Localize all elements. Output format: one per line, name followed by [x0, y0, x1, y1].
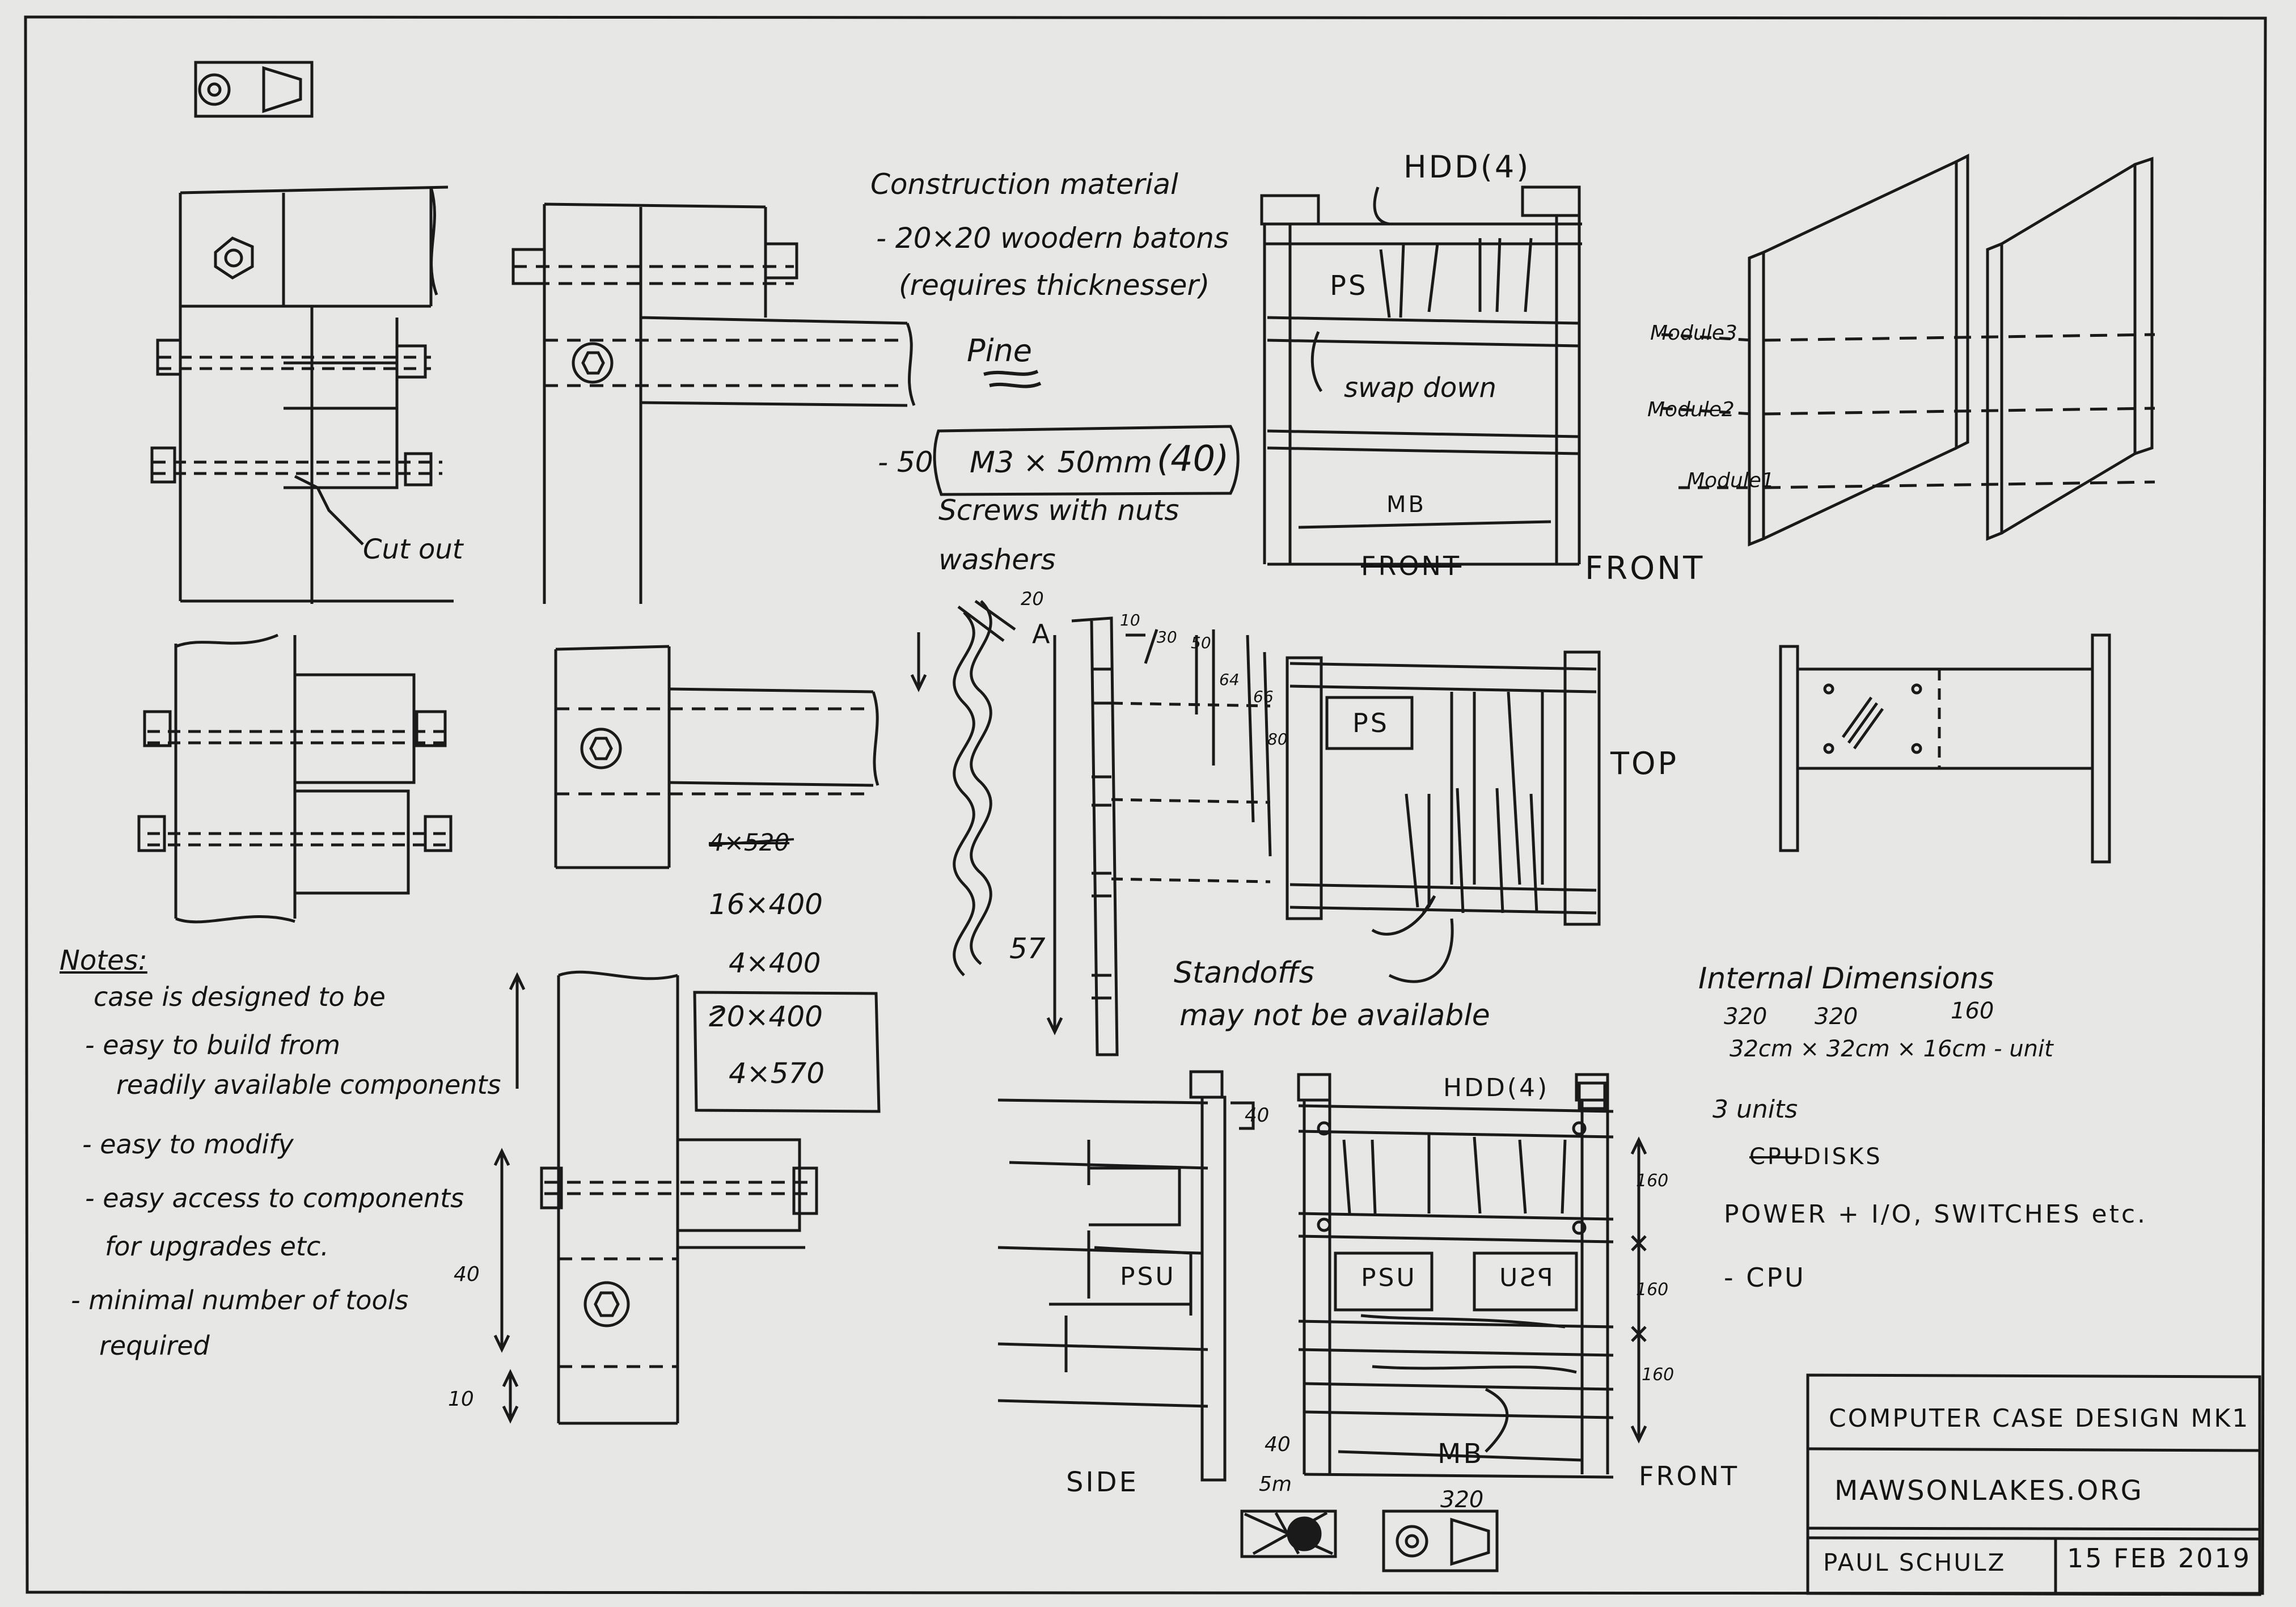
label-psu-left: PSU — [1120, 1262, 1176, 1291]
label-module2: Module2 — [1647, 398, 1735, 421]
label-mb-bottom: MB — [1437, 1438, 1485, 1470]
internal-title: Internal Dimensions — [1698, 962, 1994, 996]
batten-view-mid — [554, 645, 880, 869]
label-dim-5mm: 5m — [1259, 1473, 1292, 1496]
batten-view-top-mid — [511, 202, 916, 604]
ruler-d80: 80 — [1267, 730, 1288, 748]
label-dim-40-side: 40 — [1245, 1104, 1270, 1127]
ruler-d50: 50 — [1191, 633, 1211, 652]
material-heading: Construction material — [870, 168, 1178, 201]
cutlist-box2: 4×570 — [729, 1057, 825, 1090]
material-screw-qty: (40) — [1157, 438, 1229, 479]
notes-l6: for upgrades etc. — [105, 1231, 329, 1262]
notes-l3: readily available components — [116, 1069, 501, 1100]
ruler-d57: 57 — [1009, 932, 1046, 965]
cut-list-box — [693, 838, 881, 1113]
label-mb: MB — [1386, 492, 1426, 518]
material-screw-spec: M3 × 50mm — [970, 446, 1153, 480]
title-block — [1806, 1373, 2261, 1596]
label-front: FRONT — [1585, 550, 1705, 587]
material-symbol-icon — [1240, 1509, 1337, 1558]
label-ps-top: PS — [1352, 708, 1389, 738]
isometric-modules-view — [1661, 153, 2155, 547]
projection-symbol-bottom-icon — [1382, 1509, 1499, 1572]
label-ps: PS — [1330, 270, 1368, 302]
label-hdd-side: HDD(4) — [1443, 1073, 1550, 1102]
ruler-a: A — [1032, 619, 1050, 649]
joint-view-mid-left — [137, 633, 454, 924]
label-cut-out: Cut out — [363, 534, 463, 565]
panel-view-right — [1779, 633, 2111, 864]
ruler-d30: 30 — [1157, 628, 1177, 646]
ruler-and-screw-diagram — [910, 599, 1272, 1056]
top-view — [1286, 650, 1601, 983]
label-side: SIDE — [1066, 1466, 1139, 1498]
side-dim-160c: 160 — [1642, 1365, 1675, 1385]
label-front-struck: FRONT — [1361, 551, 1462, 581]
ruler-d64: 64 — [1219, 670, 1240, 689]
units-u1: DISKS — [1803, 1144, 1883, 1170]
cutlist-line1: 16×400 — [709, 888, 823, 921]
label-psu-mirror: PSU — [1497, 1263, 1553, 1292]
material-battens-note: (requires thicknesser) — [899, 269, 1210, 302]
projection-symbol-icon — [194, 61, 314, 118]
label-top: TOP — [1610, 746, 1679, 781]
internal-d: 320 — [1815, 1004, 1858, 1030]
front-view-top — [1260, 185, 1582, 566]
sheet-border — [24, 15, 2267, 1595]
ruler-d10: 10 — [1120, 611, 1140, 629]
batten-view-bottom — [493, 970, 818, 1425]
notes-l7: - minimal number of tools — [71, 1285, 409, 1316]
side-dim-160a: 160 — [1636, 1171, 1669, 1191]
side-dim-160b: 160 — [1636, 1280, 1669, 1300]
cutlist-line2: 4×400 — [729, 948, 821, 979]
label-dim-320: 320 — [1440, 1487, 1484, 1513]
cutlist-box1: 20×400 — [709, 1000, 823, 1033]
label-front-bottom: FRONT — [1639, 1461, 1740, 1491]
left-dim-10: 10 — [448, 1388, 474, 1411]
ruler-d66: 66 — [1253, 687, 1274, 706]
units-u1-struck: CPU — [1749, 1144, 1803, 1170]
material-washers: washers — [938, 543, 1056, 576]
screw-spec-box — [933, 370, 1240, 496]
units-u3: - CPU — [1724, 1262, 1806, 1293]
cutlist-struck: 4×520 — [709, 828, 790, 856]
label-may-not: may not be available — [1179, 999, 1490, 1033]
notes-l8: required — [99, 1330, 210, 1361]
label-module1: Module1 — [1687, 469, 1774, 492]
joint-view-top-left — [150, 185, 454, 604]
title-block-title: COMPUTER CASE DESIGN MK1 — [1829, 1404, 2250, 1433]
internal-line: 32cm × 32cm × 16cm - unit — [1730, 1036, 2053, 1062]
title-block-date: 15 FEB 2019 — [2067, 1543, 2251, 1574]
notes-l4: - easy to modify — [82, 1129, 294, 1160]
notes-l2: - easy to build from — [85, 1030, 341, 1060]
material-screws-nuts: Screws with nuts — [938, 494, 1179, 527]
internal-h: 160 — [1951, 998, 1994, 1024]
label-psu-mid: PSU — [1361, 1263, 1417, 1292]
left-dim-40: 40 — [454, 1263, 480, 1286]
material-wood: Pine — [967, 333, 1033, 369]
front-view-bottom — [1297, 1073, 1647, 1479]
units-title: 3 units — [1713, 1095, 1798, 1124]
internal-w: 320 — [1724, 1004, 1768, 1030]
label-swap-down: swap down — [1344, 372, 1496, 404]
units-u2: POWER + I/O, SWITCHES etc. — [1724, 1200, 2148, 1229]
ruler-d20: 20 — [1021, 588, 1044, 610]
material-battens: - 20×20 woodern batons — [876, 222, 1229, 255]
title-block-author: PAUL SCHULZ — [1823, 1549, 2006, 1576]
notes-l5: - easy access to components — [85, 1183, 464, 1213]
material-screw-prefix: - 50 — [878, 446, 933, 479]
label-hdd-top: HDD(4) — [1403, 149, 1531, 185]
label-module3: Module3 — [1650, 322, 1737, 345]
notes-title: Notes: — [60, 945, 147, 976]
side-view-bottom — [997, 1070, 1606, 1482]
notes-l1: case is designed to be — [94, 982, 386, 1012]
label-dim-40-bottom: 40 — [1265, 1433, 1291, 1456]
title-block-site: MAWSONLAKES.ORG — [1834, 1475, 2143, 1507]
label-standoffs: Standoffs — [1174, 956, 1314, 990]
